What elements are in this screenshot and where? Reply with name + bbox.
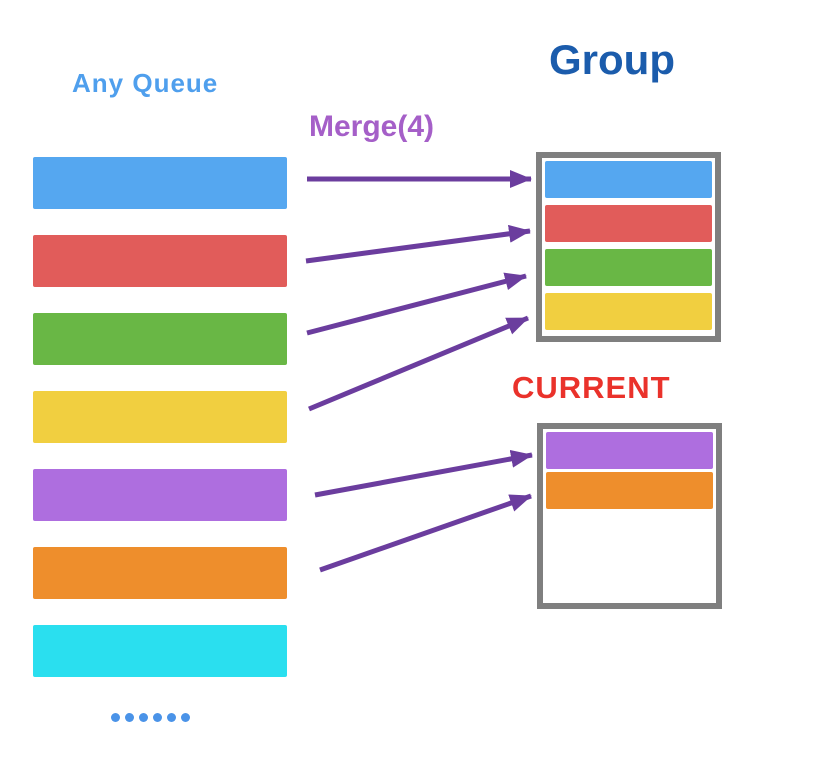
queue-item-purple	[33, 469, 287, 521]
group-slot-green	[545, 249, 712, 286]
queue-ellipsis	[111, 713, 190, 722]
merge-arrow-queue-yellow-to-group-yellow	[308, 315, 529, 412]
merge-arrow-queue-purple-to-current-purple	[314, 449, 533, 498]
current-group-label: CURRENT	[512, 370, 671, 405]
merged-group-box	[536, 152, 721, 342]
group-title: Group	[549, 36, 675, 83]
group-slot-blue	[545, 161, 712, 198]
merge-arrow-queue-red-to-group-red	[305, 224, 531, 264]
queue-title: Any Queue	[72, 68, 219, 98]
ellipsis-dot	[181, 713, 190, 722]
ellipsis-dot	[167, 713, 176, 722]
current-slot-purple	[546, 432, 713, 469]
group-slot-red	[545, 205, 712, 242]
ellipsis-dot	[125, 713, 134, 722]
merge-arrow-queue-green-to-group-green	[306, 272, 527, 336]
queue-item-yellow	[33, 391, 287, 443]
current-group-box	[537, 423, 722, 609]
merge-operation-label: Merge(4)	[309, 110, 435, 143]
queue-item-red	[33, 235, 287, 287]
ellipsis-dot	[153, 713, 162, 722]
current-slot-orange	[546, 472, 713, 509]
ellipsis-dot	[139, 713, 148, 722]
queue-item-green	[33, 313, 287, 365]
group-slot-yellow	[545, 293, 712, 330]
ellipsis-dot	[111, 713, 120, 722]
queue-item-list	[33, 157, 287, 677]
queue-item-blue	[33, 157, 287, 209]
queue-item-orange	[33, 547, 287, 599]
queue-item-cyan	[33, 625, 287, 677]
merge-arrow-queue-orange-to-current-orange	[319, 493, 532, 573]
